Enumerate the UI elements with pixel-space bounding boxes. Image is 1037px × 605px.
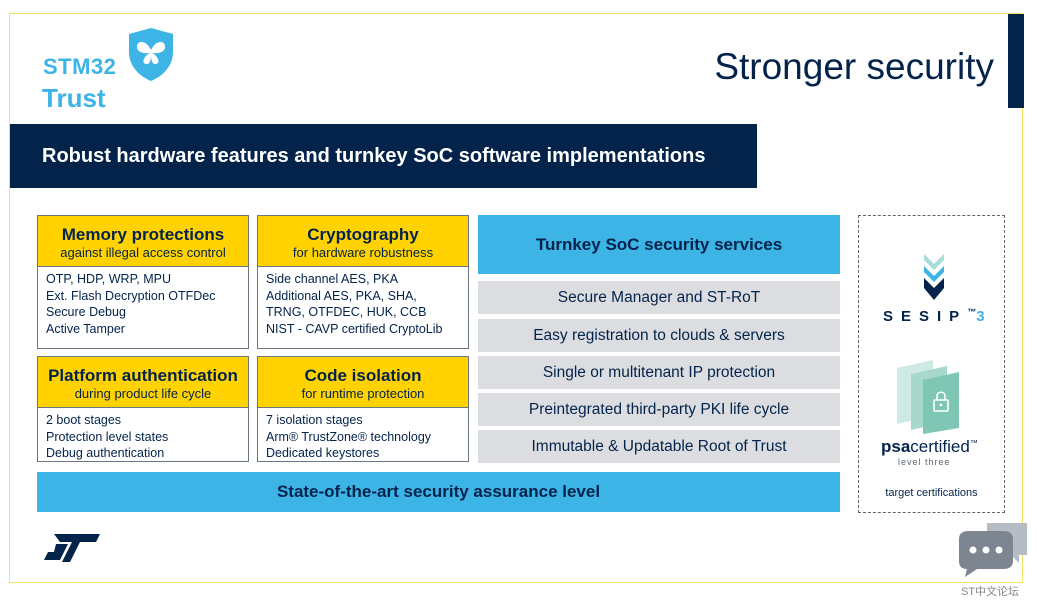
box-subtitle: during product life cycle xyxy=(74,386,212,401)
box-list: OTP, HDP, WRP, MPU Ext. Flash Decryption… xyxy=(38,267,248,337)
sesip-level: 3 xyxy=(976,308,985,325)
list-item: Protection level states xyxy=(46,429,169,444)
service-item: Single or multitenant IP protection xyxy=(478,356,840,389)
slide-frame xyxy=(9,13,1023,583)
list-item: Additional AES, PKA, SHA, xyxy=(266,288,417,303)
psa-level: level three xyxy=(898,457,951,467)
logo-trust: Trust xyxy=(42,83,106,113)
psa-trademark: ™ xyxy=(969,438,978,448)
st-logo-icon xyxy=(44,534,100,562)
box-header: Code isolation for runtime protection xyxy=(258,357,468,408)
platform-authentication-box: Platform authentication during product l… xyxy=(37,356,249,462)
box-subtitle: for hardware robustness xyxy=(292,245,434,260)
box-list: 7 isolation stages Arm® TrustZone® techn… xyxy=(258,408,468,462)
service-item: Immutable & Updatable Root of Trust xyxy=(478,430,840,463)
list-item: OTP, HDP, WRP, MPU xyxy=(46,272,172,286)
chat-bubble-icon[interactable] xyxy=(957,521,1029,579)
butterfly-shield-icon xyxy=(129,28,173,81)
service-item: Easy registration to clouds & servers xyxy=(478,319,840,352)
box-header: Cryptography for hardware robustness xyxy=(258,216,468,267)
box-list: 2 boot stages Protection level states De… xyxy=(38,408,248,462)
page-title: Stronger security xyxy=(714,46,994,87)
forum-label[interactable]: ST中文论坛 xyxy=(961,586,1020,598)
sesip-wordmark: SESIP xyxy=(883,308,968,325)
sesip-logo: SESIP™3 xyxy=(883,307,985,325)
list-item: Ext. Flash Decryption OTFDec xyxy=(46,288,216,303)
service-item: Preintegrated third-party PKI life cycle xyxy=(478,393,840,426)
service-item: Secure Manager and ST-RoT xyxy=(478,281,840,314)
sesip-chevron-icon xyxy=(924,254,944,300)
psa-wordmark-bold: psa xyxy=(881,437,911,456)
services-header: Turnkey SoC security services xyxy=(478,215,840,274)
box-title: Memory protections xyxy=(61,225,225,244)
list-item: Active Tamper xyxy=(46,321,125,336)
code-isolation-box: Code isolation for runtime protection 7 … xyxy=(257,356,469,462)
memory-protections-box: Memory protections against illegal acces… xyxy=(37,215,249,349)
psa-lock-icon xyxy=(897,360,959,434)
list-item: Arm® TrustZone® technology xyxy=(266,429,432,444)
list-item: NIST - CAVP certified CryptoLib xyxy=(266,321,443,336)
list-item: 2 boot stages xyxy=(46,413,122,427)
list-item: Debug authentication xyxy=(46,446,165,461)
psa-logo: psacertified™ xyxy=(881,437,978,457)
psa-wordmark: certified xyxy=(910,437,970,456)
logo-stm32: STM32 xyxy=(43,54,117,79)
list-item: Secure Debug xyxy=(46,305,126,320)
box-header: Memory protections against illegal acces… xyxy=(38,216,248,267)
box-title: Platform authentication xyxy=(48,366,238,385)
accent-bar xyxy=(1008,14,1024,108)
list-item: Dedicated keystores xyxy=(266,446,380,461)
banner: Robust hardware features and turnkey SoC… xyxy=(10,124,757,188)
box-list: Side channel AES, PKA Additional AES, PK… xyxy=(258,267,468,337)
box-subtitle: against illegal access control xyxy=(60,245,226,260)
certifications-label: target certifications xyxy=(885,487,978,499)
box-title: Cryptography xyxy=(307,225,419,244)
box-subtitle: for runtime protection xyxy=(301,386,425,401)
assurance-bar: State-of-the-art security assurance leve… xyxy=(37,472,840,512)
list-item: 7 isolation stages xyxy=(266,413,363,427)
cryptography-box: Cryptography for hardware robustness Sid… xyxy=(257,215,469,349)
list-item: TRNG, OTFDEC, HUK, CCB xyxy=(266,305,427,320)
box-title: Code isolation xyxy=(304,366,422,385)
sesip-trademark: ™ xyxy=(967,307,977,317)
box-header: Platform authentication during product l… xyxy=(38,357,248,408)
list-item: Side channel AES, PKA xyxy=(266,272,399,286)
certifications-box xyxy=(858,215,1005,513)
